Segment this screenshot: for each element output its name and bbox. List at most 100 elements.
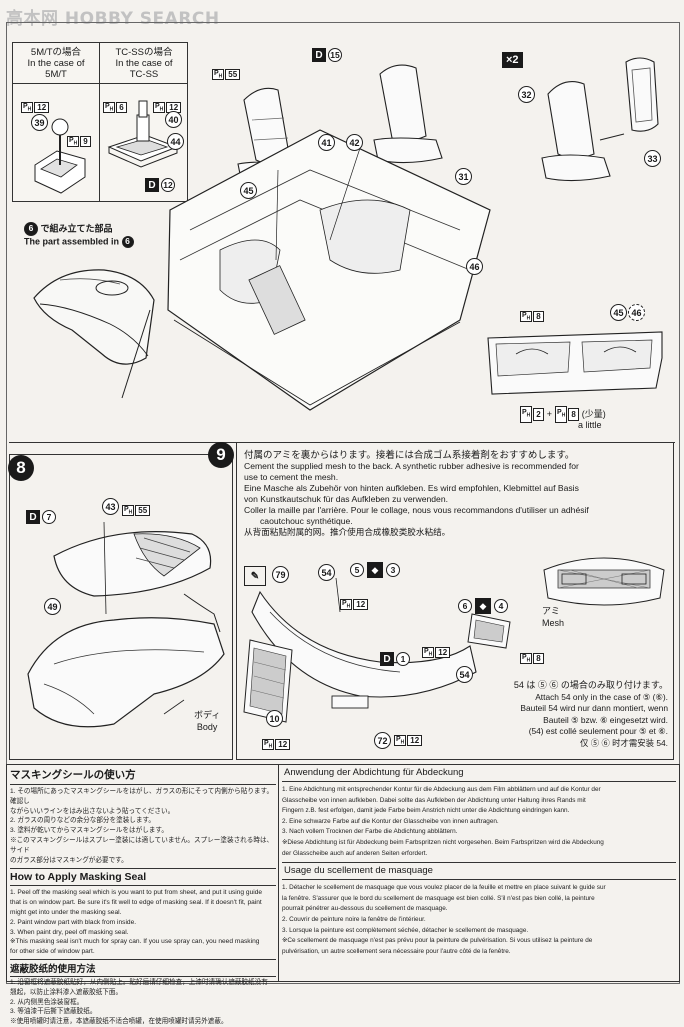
step9-line-en-1: Cement the supplied mesh to the back. A …: [244, 461, 579, 471]
masking-ja-note: ※このマスキングシールはスプレー塗装には適していません。スプレー塗装される時は、…: [10, 836, 274, 854]
col-5mt-header: 5M/Tの場合 In the case of 5M/T: [13, 47, 99, 80]
instruction-sheet: [6, 22, 680, 984]
masking-title-zh: 遮蔽胶纸的使用方法: [10, 958, 276, 977]
masking-zh-1: 1. 沿窗框将遮蔽胶纸贴好，从内侧贴上。贴好后请仔细检查，上漆时请确认遮蔽胶纸没…: [10, 978, 268, 986]
part-32-badge: 32: [518, 86, 535, 103]
part-10-badge: 10: [266, 710, 283, 727]
col-tcss-en-2: TC-SS: [129, 69, 159, 80]
attach-line-fr: (54) est collé seulement pour ⑤ et ⑥.: [528, 726, 668, 736]
double-arrow-icon: ◆: [367, 562, 383, 578]
front-bumper-drawing: [243, 577, 511, 723]
masking-en-1b: that is on window part. Be sure it's fit…: [10, 899, 262, 907]
part-31-badge: 31: [455, 168, 472, 185]
masking-de-note-b: der Glasscheibe auch auf anderen Seiten …: [282, 849, 428, 857]
step-4-circle: 4: [494, 599, 508, 613]
step-ref-circle-2: 6: [121, 236, 134, 248]
d-tag-step8: D: [26, 510, 40, 524]
body-label-en: Body: [196, 721, 218, 732]
step9-line-fr-2: caoutchouc synthétique.: [260, 516, 353, 526]
part-42-badge: 42: [346, 134, 363, 151]
transmission-table: 5M/Tの場合 In the case of 5M/T TC-SSの場合 In …: [12, 42, 188, 202]
door-panel-drawing: [487, 331, 663, 395]
masking-de-2: 2. Eine schwarze Farbe auf die Kontur de…: [282, 817, 499, 825]
interior-assembly-drawing: [167, 64, 491, 411]
step9-line-zh: 从背面粘贴附属的网。推介使用合成橡胶类胶水粘结。: [244, 527, 451, 537]
masking-fr-3: 3. Lorsque la peinture est complètement …: [282, 926, 529, 934]
option-6-circle: 6: [458, 599, 472, 613]
masking-zh-3: 3. 等油漆干后撕下遮蔽胶纸。: [10, 1008, 97, 1016]
mesh-inset-drawing: [543, 557, 665, 606]
masking-de-list: 1. Eine Abdichtung mit entsprechender Ko…: [282, 785, 676, 859]
step9-line-fr-1: Coller la maille par l'arrière. Pour le …: [244, 505, 589, 515]
step9-instructions: 付属のアミを裏からはります。接着には合成ゴム系接着剤をおすすめします。 Ceme…: [244, 450, 668, 538]
part-41-badge: 41: [318, 134, 335, 151]
masking-ja-1: 1. その場所にあったマスキングシールをはがし、ガラスの形にそって内側から貼りま…: [10, 788, 274, 805]
masking-fr-1c: pourrait pénétrer au-dessous du scelleme…: [282, 905, 448, 913]
masking-zh-2: 2. 从内侧黑色涂装窗框。: [10, 998, 84, 1006]
part-44-badge: 44: [167, 133, 184, 150]
col-tcss-header: TC-SSの場合 In the case of TC-SS: [100, 47, 188, 80]
masking-ja-3: 3. 塗料が乾いてからマスキングシールをはがします。: [10, 827, 168, 835]
masking-en-note-b: for other side of window part.: [10, 948, 95, 956]
step-3-circle: 3: [386, 563, 400, 577]
part-assembled-ja: で組み立てた部品: [40, 223, 113, 234]
masking-zh-1b: 翘起，以防止涂料渗入遮蔽胶纸下面。: [10, 988, 123, 996]
option-5-3: 5 ◆ 3: [350, 562, 400, 578]
part-45-badge: 45: [240, 182, 257, 199]
d-12-circle: 12: [161, 178, 175, 192]
attach-note: 54 は ⑤ ⑥ の場合のみ取り付けます。 Attach 54 only in …: [496, 680, 668, 749]
d-15-circle: 15: [328, 48, 342, 62]
step9-panel: [236, 442, 674, 760]
double-arrow-icon-2: ◆: [475, 598, 491, 614]
car-body-drawing: [27, 521, 225, 728]
watermark-logo: 高本网 HOBBY SEARCH: [6, 9, 220, 29]
masking-en-1c: might get into under the masking seal.: [10, 908, 122, 916]
masking-panel: [6, 764, 680, 982]
d-7-tag: D 7: [26, 510, 56, 524]
attach-line-de-2: Bauteil ⑤ bzw. ⑥ eingesetzt wird.: [543, 714, 668, 725]
masking-title-de: Anwendung der Abdichtung für Abdeckung: [282, 766, 676, 782]
step9-line-de-1: Eine Masche als Zubehör von hinten aufkl…: [244, 483, 579, 493]
part-33-badge: 33: [644, 150, 661, 167]
mesh-label: アミ Mesh: [542, 606, 564, 629]
masking-en-list: 1. Peel off the masking seal which is yo…: [10, 888, 276, 957]
d-tag-top: D: [312, 48, 326, 62]
part-54-badge: 54: [318, 564, 335, 581]
part-43-badge: 43: [102, 498, 119, 515]
step8-panel: [9, 454, 233, 760]
step9-line-en-2: use to cement the mesh.: [244, 472, 339, 482]
shifter-tcss-drawing: [107, 100, 179, 168]
masking-fr-1b: la fenêtre. S'assurer que le bord du sce…: [282, 894, 595, 902]
masking-title-en: How to Apply Masking Seal: [10, 868, 276, 887]
part-40-badge: 40: [165, 111, 182, 128]
seat-x2-drawing: [541, 57, 659, 182]
masking-ja-list: 1. その場所にあったマスキングシールをはがし、ガラスの形にそって内側から貼りま…: [10, 787, 276, 865]
part-54-b-badge: 54: [456, 666, 473, 683]
step8-number: 8: [8, 455, 34, 481]
shifter-5mt-drawing: [34, 118, 86, 194]
part-49-badge: 49: [44, 598, 61, 615]
col-5mt-en-1: In the case of: [27, 58, 85, 69]
little-ja: (少量): [581, 408, 606, 419]
masking-title-ja: マスキングシールの使い方: [10, 766, 276, 785]
part-79-badge: 79: [272, 566, 289, 583]
masking-ja-note-b: のガラス部分はマスキングが必要です。: [10, 856, 128, 864]
masking-en-3: 3. When paint dry, peel off masking seal…: [10, 928, 129, 936]
body-label-ja: ボディ: [194, 710, 221, 720]
attach-line-de-1: Bauteil 54 wird nur dann montiert, wenn: [520, 703, 668, 713]
d-15-tag: D 15: [312, 48, 342, 62]
part-45-door-badge: 45: [610, 304, 627, 321]
masking-fr-1: 1. Détacher le scellement de masquage qu…: [282, 884, 606, 892]
option-5-circle: 5: [350, 563, 364, 577]
masking-ja-2: 2. ガラスの周りなどの余分な部分を塗装します。: [10, 817, 156, 825]
masking-fr-note: ※Ce scellement de masquage n'est pas pré…: [282, 937, 593, 945]
masking-ja-1b: ながらいいラインをはみ出さないよう貼ってください。: [10, 807, 175, 815]
step9-line-de-2: von Kunstkautschuk für das Aufkleben zu …: [244, 494, 448, 504]
